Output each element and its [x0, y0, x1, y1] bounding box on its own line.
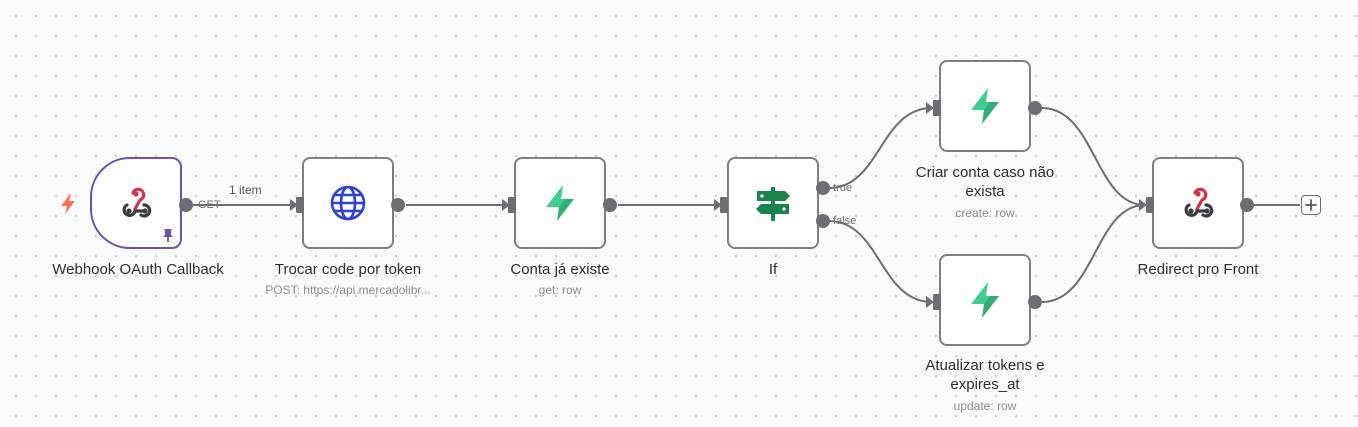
- node-title: Criar conta caso não exista: [875, 163, 1095, 201]
- arrowhead: [714, 199, 722, 211]
- input-handle[interactable]: [508, 197, 516, 213]
- arrowhead: [290, 199, 298, 211]
- arrowhead: [926, 102, 934, 114]
- output-handle[interactable]: [179, 198, 193, 212]
- input-handle[interactable]: [296, 197, 304, 213]
- node-atualizar-tokens[interactable]: [939, 254, 1031, 346]
- node-title: If: [768, 261, 778, 278]
- node-title: Redirect pro Front: [1137, 261, 1259, 278]
- signpost-icon: [756, 187, 790, 221]
- arrowhead: [926, 296, 934, 308]
- connection-if-criar[interactable]: [828, 107, 933, 189]
- node-subtitle: update: row: [953, 399, 1017, 413]
- node-conta-ja-existe[interactable]: [514, 157, 606, 249]
- node-title: Trocar code por token: [274, 261, 422, 278]
- node-subtitle: POST: https://api.mercadolibr...: [265, 283, 431, 297]
- supabase-icon: [971, 282, 999, 318]
- supabase-icon: [546, 185, 574, 221]
- connection-if-atualizar[interactable]: [828, 220, 933, 303]
- output-handle[interactable]: [1028, 101, 1042, 115]
- node-criar-conta[interactable]: [939, 60, 1031, 152]
- output-handle[interactable]: [1028, 295, 1042, 309]
- node-title-text: Criar conta caso não exista: [915, 164, 1055, 200]
- connection-criar-redirect[interactable]: [1041, 107, 1146, 206]
- branch-true-label: true: [833, 182, 852, 194]
- globe-icon: [330, 185, 366, 221]
- webhook-icon: [122, 187, 152, 218]
- edge-method-label: GET: [198, 199, 221, 211]
- input-handle[interactable]: [933, 100, 941, 116]
- node-webhook-oauth-callback[interactable]: [90, 157, 182, 249]
- output-handle[interactable]: [1240, 198, 1254, 212]
- node-redirect-pro-front[interactable]: [1152, 157, 1244, 249]
- connection-atualizar-redirect[interactable]: [1041, 204, 1146, 303]
- output-handle-true[interactable]: [816, 181, 830, 195]
- edge-items-count: 1 item: [229, 183, 262, 197]
- input-handle[interactable]: [933, 294, 941, 310]
- trigger-bolt-icon: [61, 194, 75, 214]
- output-handle[interactable]: [391, 198, 405, 212]
- add-node-button[interactable]: [1301, 195, 1321, 215]
- branch-false-label: false: [833, 215, 857, 227]
- pin-icon[interactable]: [160, 227, 176, 243]
- arrowhead: [1139, 199, 1147, 211]
- node-subtitle: create: row: [955, 206, 1015, 220]
- output-handle-false[interactable]: [816, 214, 830, 228]
- node-if[interactable]: [727, 157, 819, 249]
- webhook-icon: [1184, 187, 1214, 218]
- input-handle[interactable]: [1146, 197, 1154, 213]
- node-title: Atualizar tokens e expires_at: [875, 356, 1095, 394]
- node-subtitle: get: row: [538, 283, 582, 297]
- input-handle[interactable]: [720, 197, 728, 213]
- node-title-text: Atualizar tokens e expires_at: [925, 357, 1045, 393]
- supabase-icon: [971, 88, 999, 124]
- node-title: Webhook OAuth Callback: [52, 261, 224, 278]
- plus-icon: [1305, 199, 1317, 211]
- node-trocar-code-por-token[interactable]: [302, 157, 394, 249]
- output-handle[interactable]: [603, 198, 617, 212]
- node-title: Conta já existe: [510, 261, 610, 278]
- arrowhead: [502, 199, 510, 211]
